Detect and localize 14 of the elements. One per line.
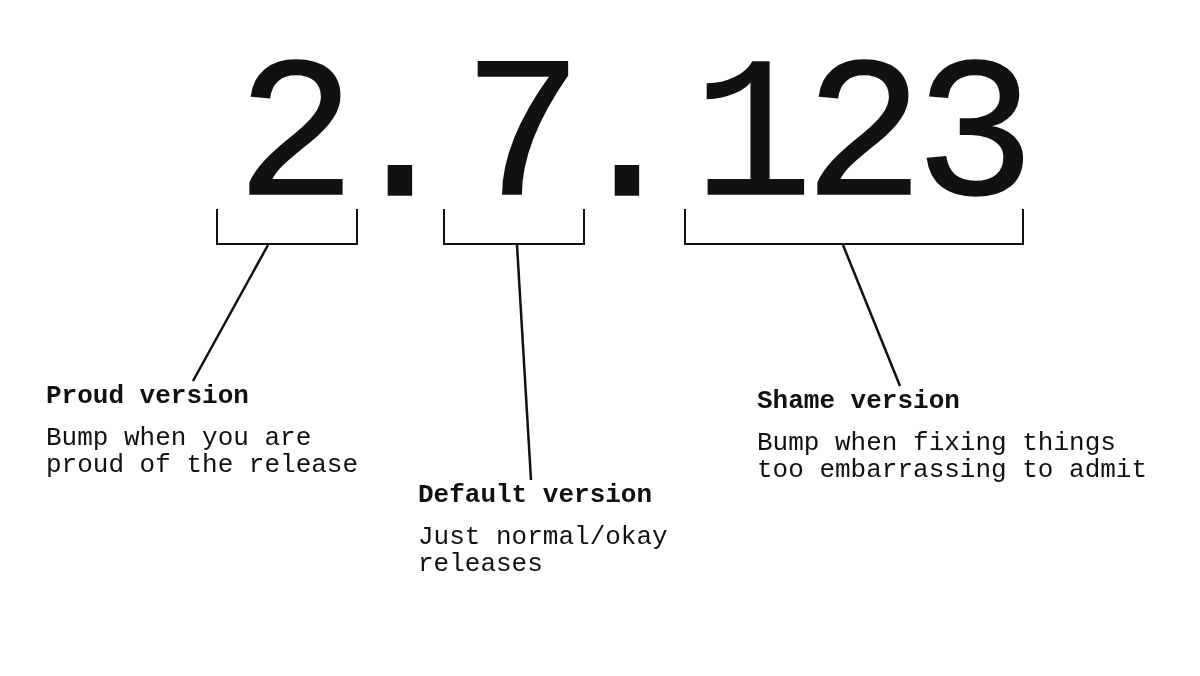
leader-line <box>191 244 270 382</box>
bracketed-number: 123 <box>684 41 1024 245</box>
separator-dot: . <box>612 163 642 196</box>
callout-text: Just normal/okay releases <box>418 524 669 578</box>
callout-heading: Shame version <box>757 386 960 416</box>
bracketed-number: 7 <box>443 41 585 245</box>
callout-text: Bump when you are proud of the release <box>46 425 360 479</box>
callout-heading: Default version <box>418 480 653 510</box>
callout-text: Bump when fixing things too embarrassing to admit <box>757 430 1149 484</box>
callout-heading: Proud version <box>46 381 249 411</box>
separator-dot: . <box>385 163 415 196</box>
leader-line <box>515 244 533 481</box>
bracketed-number: 2 <box>216 41 358 245</box>
leader-line <box>841 244 902 387</box>
